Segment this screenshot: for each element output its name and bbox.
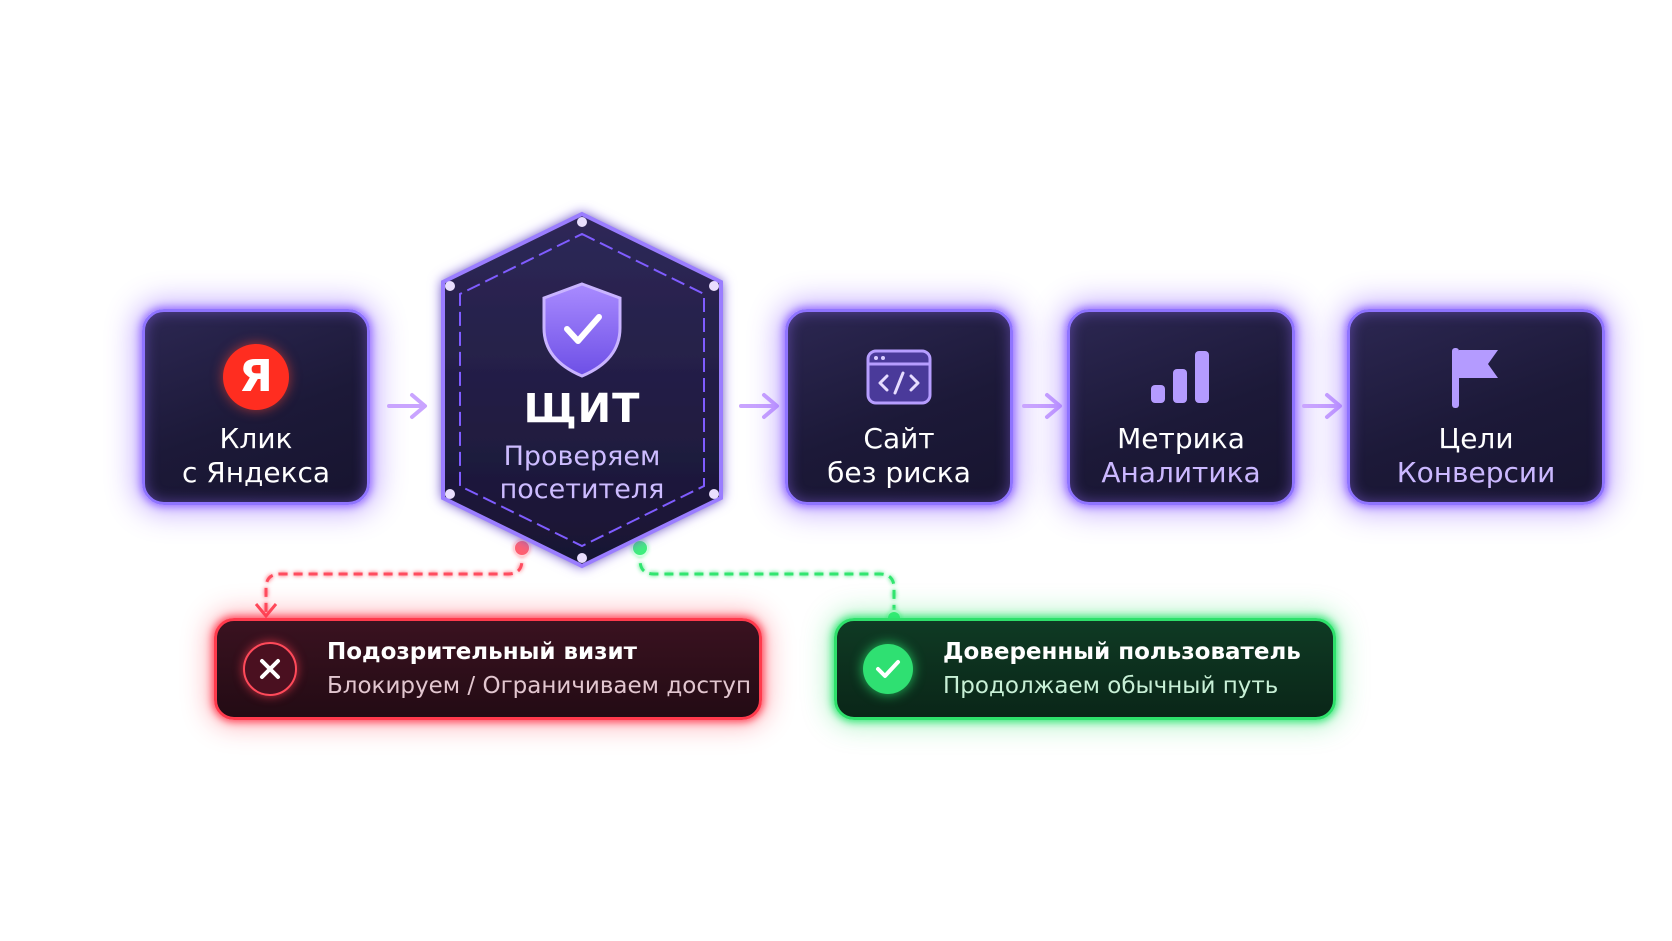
check-icon (863, 644, 913, 694)
red-connector-node (513, 539, 531, 557)
outcome-suspicious-card: Подозрительный визит Блокируем / Огранич… (214, 618, 762, 720)
step-click-title: Клик (219, 422, 293, 455)
code-window-icon (865, 342, 933, 412)
step-website-subtitle: без риска (827, 456, 971, 489)
step-goals-title: Цели (1438, 422, 1514, 455)
shield-title: ЩИТ (523, 386, 641, 432)
step-card-click: Я Клик с Яндекса (142, 309, 370, 505)
green-connector-node (631, 539, 649, 557)
bar-chart-icon (1147, 342, 1215, 412)
arrow-right-icon (1302, 393, 1342, 419)
step-goals-subtitle: Конверсии (1396, 456, 1556, 489)
step-website-title: Сайт (863, 422, 935, 455)
shield-subtitle-line1: Проверяем (503, 441, 661, 472)
shield-label: ЩИТ Проверяем посетителя (432, 386, 732, 506)
shield-check-icon (542, 282, 622, 378)
step-click-subtitle: с Яндекса (181, 456, 331, 489)
step-card-goals: Цели Конверсии (1347, 309, 1605, 505)
outcome-suspicious-description: Блокируем / Ограничиваем доступ (327, 673, 752, 699)
step-card-metrika: Метрика Аналитика (1067, 309, 1295, 505)
shield-hexagon (441, 211, 723, 569)
arrow-right-icon (387, 393, 427, 419)
step-metrika-title: Метрика (1117, 422, 1245, 455)
flag-icon (1446, 342, 1506, 412)
outcome-trusted-title: Доверенный пользователь (943, 639, 1301, 665)
red-connector-arrowhead (254, 603, 278, 619)
yandex-logo-letter: Я (223, 344, 289, 410)
yandex-logo-icon: Я (223, 342, 289, 412)
outcome-trusted-description: Продолжаем обычный путь (943, 673, 1279, 699)
outcome-trusted-card: Доверенный пользователь Продолжаем обычн… (834, 618, 1336, 720)
outcome-suspicious-title: Подозрительный визит (327, 639, 637, 665)
step-card-website: Сайт без риска (785, 309, 1013, 505)
close-icon (243, 642, 297, 696)
arrow-right-icon (739, 393, 779, 419)
shield-subtitle-line2: посетителя (499, 474, 665, 505)
red-connector-line (264, 548, 524, 612)
step-metrika-subtitle: Аналитика (1101, 456, 1261, 489)
arrow-right-icon (1022, 393, 1062, 419)
green-connector-line (638, 548, 896, 614)
